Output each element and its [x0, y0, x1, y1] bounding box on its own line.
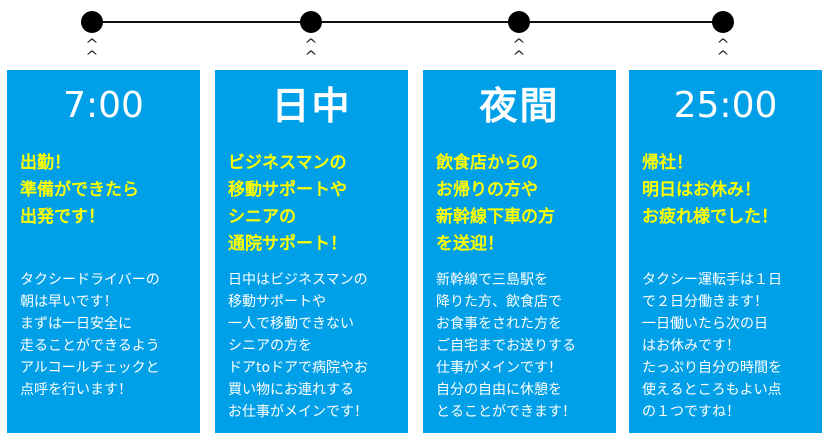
card-headline: 帰社！ 明日はお休み！ お疲れ様でした！ — [642, 150, 820, 231]
body-line: 自分の自由に休憩を — [436, 382, 562, 398]
card-time: 日中 — [271, 84, 352, 128]
headline-line: 飲食店からの — [436, 153, 538, 173]
card-time: 25:00 — [673, 85, 778, 126]
body-line: 新幹線で三島駅を — [436, 272, 548, 288]
body-line: 降りた方、飲食店で — [436, 294, 562, 310]
body-line: 移動サポートや — [228, 294, 326, 310]
card-body: タクシー運転手は１日 で２日分働きます！ 一日働いたら次の日 はお休みです！ た… — [642, 269, 820, 423]
timeline-line — [92, 21, 723, 23]
body-line: たっぷり自分の時間を — [642, 360, 782, 376]
body-line: の１つですね！ — [642, 404, 740, 420]
card-daytime: 日中 ビジネスマンの 移動サポートや シニアの 通院サポート！ 日中はビジネスマ… — [215, 70, 408, 433]
body-line: ご自宅までお送りする — [436, 338, 576, 354]
card-time: 7:00 — [63, 85, 144, 126]
headline-line: 通院サポート！ — [228, 234, 347, 254]
timeline-dot-2 — [300, 11, 322, 33]
timeline-dot-4 — [712, 11, 734, 33]
body-line: 一日働いたら次の日 — [642, 316, 768, 332]
body-line: で２日分働きます！ — [642, 294, 768, 310]
body-line: お食事をされた方を — [436, 316, 562, 332]
body-line: はお休みです！ — [642, 338, 740, 354]
body-line: 仕事がメインです！ — [436, 360, 562, 376]
timeline: ^^ ^^ ^^ ^^ — [0, 0, 827, 70]
headline-line: ビジネスマンの — [228, 153, 347, 173]
headline-line: 新幹線下車の方 — [436, 207, 555, 227]
body-line: 買い物にお連れする — [228, 382, 354, 398]
up-arrow-icon: ^^ — [716, 37, 730, 65]
card-night: 夜間 飲食店からの お帰りの方や 新幹線下車の方 を送迎！ 新幹線で三島駅を 降… — [423, 70, 616, 433]
body-line: 走ることができるよう — [20, 338, 160, 354]
body-line: シニアの方を — [228, 338, 312, 354]
card-0700: 7:00 出勤！ 準備ができたら 出発です！ タクシードライバーの 朝は早いです… — [7, 70, 200, 433]
body-line: とることができます！ — [436, 404, 576, 420]
body-line: 点呼を行います！ — [20, 382, 132, 398]
up-arrow-icon: ^^ — [304, 37, 318, 65]
body-line: 朝は早いです！ — [20, 294, 118, 310]
body-line: 一人で移動できない — [228, 316, 354, 332]
card-2500: 25:00 帰社！ 明日はお休み！ お疲れ様でした！ タクシー運転手は１日 で２… — [629, 70, 822, 433]
card-body: タクシードライバーの 朝は早いです！ まずは一日安全に 走ることができるよう ア… — [20, 269, 198, 401]
card-headline: 飲食店からの お帰りの方や 新幹線下車の方 を送迎！ — [436, 150, 614, 258]
headline-line: 移動サポートや — [228, 180, 347, 200]
timeline-dot-1 — [81, 11, 103, 33]
body-line: アルコールチェックと — [20, 360, 160, 376]
body-line: 使えるところもよい点 — [642, 382, 782, 398]
headline-line: お帰りの方や — [436, 180, 538, 200]
up-arrow-icon: ^^ — [85, 37, 99, 65]
headline-line: 出勤！ — [20, 153, 71, 173]
headline-line: 明日はお休み！ — [642, 180, 761, 200]
up-arrow-icon: ^^ — [512, 37, 526, 65]
timeline-dot-3 — [508, 11, 530, 33]
headline-line: 出発です！ — [20, 207, 105, 227]
headline-line: 帰社！ — [642, 153, 693, 173]
headline-line: を送迎！ — [436, 234, 504, 254]
card-time: 夜間 — [479, 84, 560, 128]
headline-line: お疲れ様でした！ — [642, 207, 778, 227]
card-headline: 出勤！ 準備ができたら 出発です！ — [20, 150, 198, 231]
body-line: タクシー運転手は１日 — [642, 272, 782, 288]
card-headline: ビジネスマンの 移動サポートや シニアの 通院サポート！ — [228, 150, 406, 258]
card-body: 新幹線で三島駅を 降りた方、飲食店で お食事をされた方を ご自宅までお送りする … — [436, 269, 614, 423]
body-line: 日中はビジネスマンの — [228, 272, 368, 288]
headline-line: 準備ができたら — [20, 180, 139, 200]
body-line: タクシードライバーの — [20, 272, 160, 288]
card-body: 日中はビジネスマンの 移動サポートや 一人で移動できない シニアの方を ドアto… — [228, 269, 406, 423]
body-line: ドアtoドアで病院やお — [228, 360, 369, 376]
headline-line: シニアの — [228, 207, 296, 227]
body-line: お仕事がメインです！ — [228, 404, 368, 420]
body-line: まずは一日安全に — [20, 316, 132, 332]
